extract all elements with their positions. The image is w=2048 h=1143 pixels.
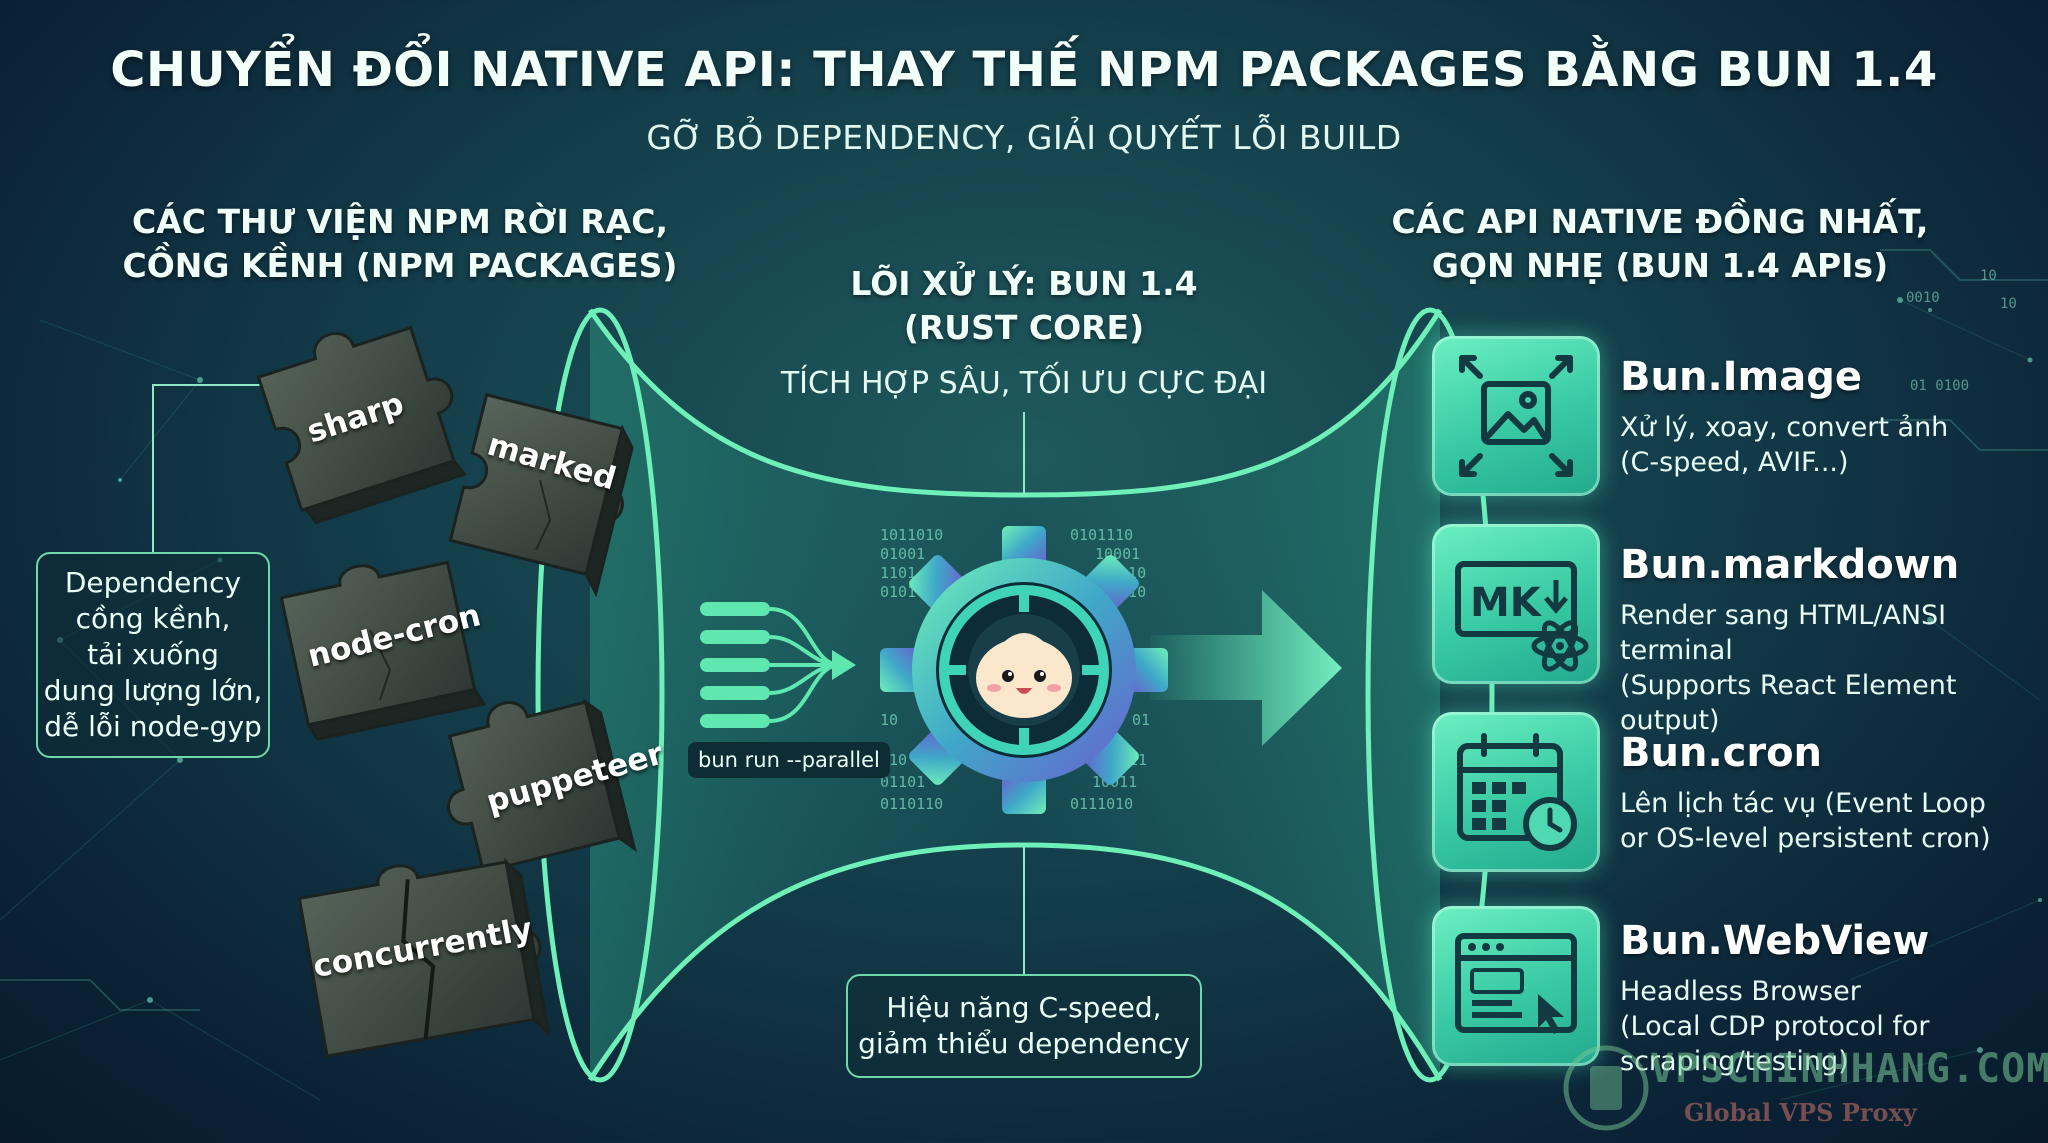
- puzzle-piece-marked: [448, 393, 634, 598]
- watermark-subtext: Global VPS Proxy: [1684, 1098, 1917, 1127]
- center-heading: LÕI XỬ LÝ: BUN 1.4 (RUST CORE): [774, 262, 1274, 350]
- binary-text: 0101: [880, 583, 917, 601]
- binary-decor-right: 10 0010 01 0100 10: [1900, 262, 2048, 402]
- center-heading-line1: LÕI XỬ LÝ: BUN 1.4: [850, 264, 1198, 303]
- binary-text: 01: [1132, 711, 1151, 729]
- api-desc: scraping/testing): [1620, 1046, 1849, 1077]
- api-desc: or OS-level persistent cron): [1620, 823, 1991, 854]
- api-card-markdown: MK: [1432, 524, 1600, 684]
- center-bottom-note-line2: giảm thiểu dependency: [858, 1027, 1190, 1060]
- api-desc: Headless Browser: [1620, 976, 1861, 1007]
- page-subtitle: GỠ BỎ DEPENDENCY, GIẢI QUYẾT LỖI BUILD: [646, 118, 1402, 157]
- api-info-cron: Bun.cron Lên lịch tác vụ (Event Loop or …: [1620, 730, 2040, 856]
- binary-text: 0111010: [1070, 795, 1134, 813]
- api-desc: Lên lịch tác vụ (Event Loop: [1620, 788, 1986, 819]
- binary-text: 01 0100: [1910, 378, 1970, 394]
- markdown-icon: MK: [1455, 561, 1589, 672]
- puzzle-piece-puppeteer: [447, 698, 637, 874]
- binary-text: 0110110: [880, 795, 944, 813]
- page-title: CHUYỂN ĐỔI NATIVE API: THAY THẾ NPM PACK…: [110, 42, 1938, 98]
- api-desc: (C-speed, AVIF...): [1620, 447, 1849, 478]
- browser-icon: [1455, 933, 1577, 1034]
- binary-text: 01101: [880, 773, 926, 791]
- api-info-markdown: Bun.markdown Render sang HTML/ANSI termi…: [1620, 542, 2040, 738]
- binary-text: 1101: [880, 564, 917, 582]
- image-icon: [1459, 355, 1573, 477]
- center-bottom-note-line1: Hiệu năng C-speed,: [886, 991, 1162, 1024]
- api-info-image: Bun.Image Xử lý, xoay, convert ảnh (C-sp…: [1620, 354, 2040, 480]
- parallel-command-pill: bun run --parallel: [688, 742, 890, 778]
- left-heading-line2: CỒNG KỀNH (NPM PACKAGES): [122, 246, 678, 285]
- api-name: Bun.Image: [1620, 354, 1862, 400]
- left-note-line: cồng kềnh,: [75, 602, 231, 635]
- left-heading-line1: CÁC THƯ VIỆN NPM RỜI RẠC,: [132, 202, 668, 241]
- watermark-logo-icon: [1563, 1045, 1649, 1131]
- binary-text: 10: [880, 711, 899, 729]
- binary-text: 0010: [1906, 290, 1940, 306]
- puzzle-pieces: [256, 325, 637, 1058]
- bun-core-gear-icon: [880, 526, 1168, 814]
- api-name: Bun.cron: [1620, 730, 1823, 776]
- api-card-image: [1432, 336, 1600, 496]
- binary-text: 10: [1980, 268, 1997, 284]
- puzzle-piece-concurrently: [297, 857, 551, 1058]
- center-bottom-note: Hiệu năng C-speed, giảm thiểu dependency: [846, 974, 1202, 1078]
- api-name: Bun.markdown: [1620, 542, 1960, 588]
- puzzle-piece-sharp: [256, 325, 468, 525]
- api-card-cron: [1432, 712, 1600, 872]
- right-heading-line1: CÁC API NATIVE ĐỒNG NHẤT,: [1391, 202, 1929, 241]
- api-name: Bun.WebView: [1620, 918, 1930, 964]
- watermark-text: VPSCHINHHANG.COM: [1650, 1046, 2048, 1092]
- binary-text: 01001: [880, 545, 926, 563]
- left-note-box: Dependency cồng kềnh, tải xuống dung lượ…: [36, 552, 270, 758]
- binary-text: 10: [2000, 296, 2017, 312]
- parallel-lines-icon: [700, 602, 856, 728]
- right-heading: CÁC API NATIVE ĐỒNG NHẤT, GỌN NHẸ (BUN 1…: [1380, 200, 1940, 288]
- left-heading: CÁC THƯ VIỆN NPM RỜI RẠC, CỒNG KỀNH (NPM…: [100, 200, 700, 288]
- left-note-line: dung lượng lớn,: [43, 674, 263, 707]
- api-info-webview: Bun.WebView Headless Browser (Local CDP …: [1620, 918, 2040, 1079]
- api-desc: (Supports React Element output): [1620, 670, 1957, 736]
- api-desc: Render sang HTML/ANSI terminal: [1620, 600, 1947, 666]
- calendar-clock-icon: [1457, 733, 1577, 851]
- binary-decor: 1011010 0101110 01001 10001 1101 1110 01…: [870, 522, 1170, 822]
- left-note-line: dễ lỗi node-gyp: [44, 710, 262, 743]
- left-note-line: Dependency: [64, 566, 242, 599]
- center-heading-line2: (RUST CORE): [903, 308, 1145, 347]
- api-desc: Xử lý, xoay, convert ảnh: [1620, 412, 1949, 443]
- binary-text: 0101110: [1070, 526, 1134, 544]
- binary-text: 1011010: [880, 526, 944, 544]
- markdown-icon-text: MK: [1470, 580, 1543, 626]
- api-card-webview: [1432, 906, 1600, 1066]
- left-note-line: tải xuống: [87, 638, 219, 671]
- center-tagline: TÍCH HỢP SÂU, TỐI ƯU CỰC ĐẠI: [780, 366, 1268, 401]
- puzzle-piece-node-cron: [279, 560, 487, 741]
- right-heading-line2: GỌN NHẸ (BUN 1.4 APIs): [1431, 246, 1889, 285]
- api-desc: (Local CDP protocol for: [1620, 1011, 1930, 1042]
